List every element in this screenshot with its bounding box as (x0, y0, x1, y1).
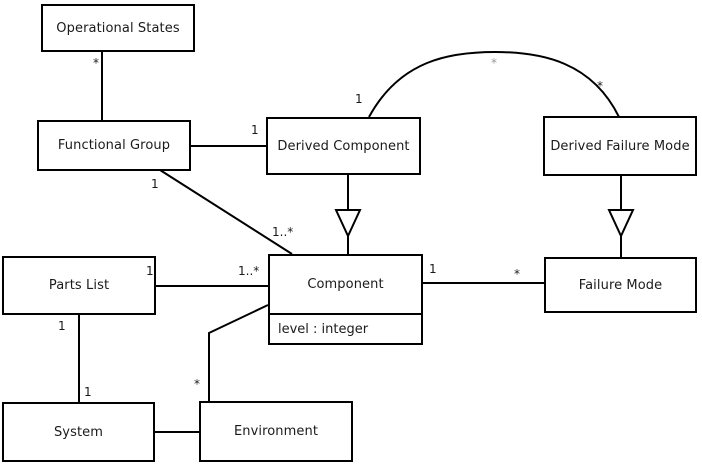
class-box-derived-component[interactable]: Derived Component (266, 117, 421, 175)
class-name-system: System (53, 424, 104, 440)
multiplicity-derivedfailuremode-arc: * (597, 79, 603, 93)
multiplicity-partslist-component: 1 (146, 264, 154, 278)
class-box-functional-group[interactable]: Functional Group (37, 120, 191, 171)
class-box-parts-list[interactable]: Parts List (2, 256, 156, 315)
multiplicity-functionalgroup-derivedcomponent: 1 (251, 123, 259, 137)
class-box-failure-mode[interactable]: Failure Mode (544, 257, 697, 313)
multiplicity-component-partslist: 1..* (238, 264, 260, 278)
multiplicity-operationalstates-functionalgroup: * (93, 56, 99, 70)
class-attribute-component-level: level : integer (270, 313, 421, 343)
class-name-failure-mode: Failure Mode (578, 277, 663, 293)
multiplicity-functionalgroup-component: 1 (151, 177, 159, 191)
class-name-functional-group: Functional Group (57, 138, 171, 153)
class-box-operational-states[interactable]: Operational States (41, 4, 195, 52)
class-name-derived-component: Derived Component (277, 138, 410, 154)
class-box-derived-failure-mode[interactable]: Derived Failure Mode (543, 116, 697, 176)
multiplicity-arc-top: * (491, 56, 497, 70)
link-environment-component (208, 304, 269, 401)
multiplicity-partslist-system: 1 (58, 319, 66, 333)
class-name-environment: Environment (233, 424, 319, 439)
link-functionalgroup-component (159, 169, 293, 255)
class-name-derived-failure-mode: Derived Failure Mode (550, 138, 690, 154)
generalization-arrow-component (334, 209, 362, 239)
class-box-system[interactable]: System (2, 402, 155, 462)
multiplicity-system-partslist: 1 (84, 385, 92, 399)
multiplicity-failuremode-component: * (514, 267, 520, 281)
class-box-environment[interactable]: Environment (199, 401, 353, 462)
generalization-arrow-failure-mode (607, 209, 635, 239)
multiplicity-environment-component: * (194, 377, 200, 391)
class-name-parts-list: Parts List (48, 278, 110, 293)
link-derivedcomponent-derivedfailuremode (368, 50, 620, 118)
multiplicity-component-functionalgroup: 1..* (272, 225, 294, 239)
multiplicity-derivedcomponent-arc: 1 (355, 92, 363, 106)
multiplicity-component-failuremode: 1 (429, 262, 437, 276)
class-name-operational-states: Operational States (56, 20, 180, 36)
class-box-component[interactable]: Component level : integer (268, 254, 423, 345)
class-name-component: Component (307, 277, 384, 292)
